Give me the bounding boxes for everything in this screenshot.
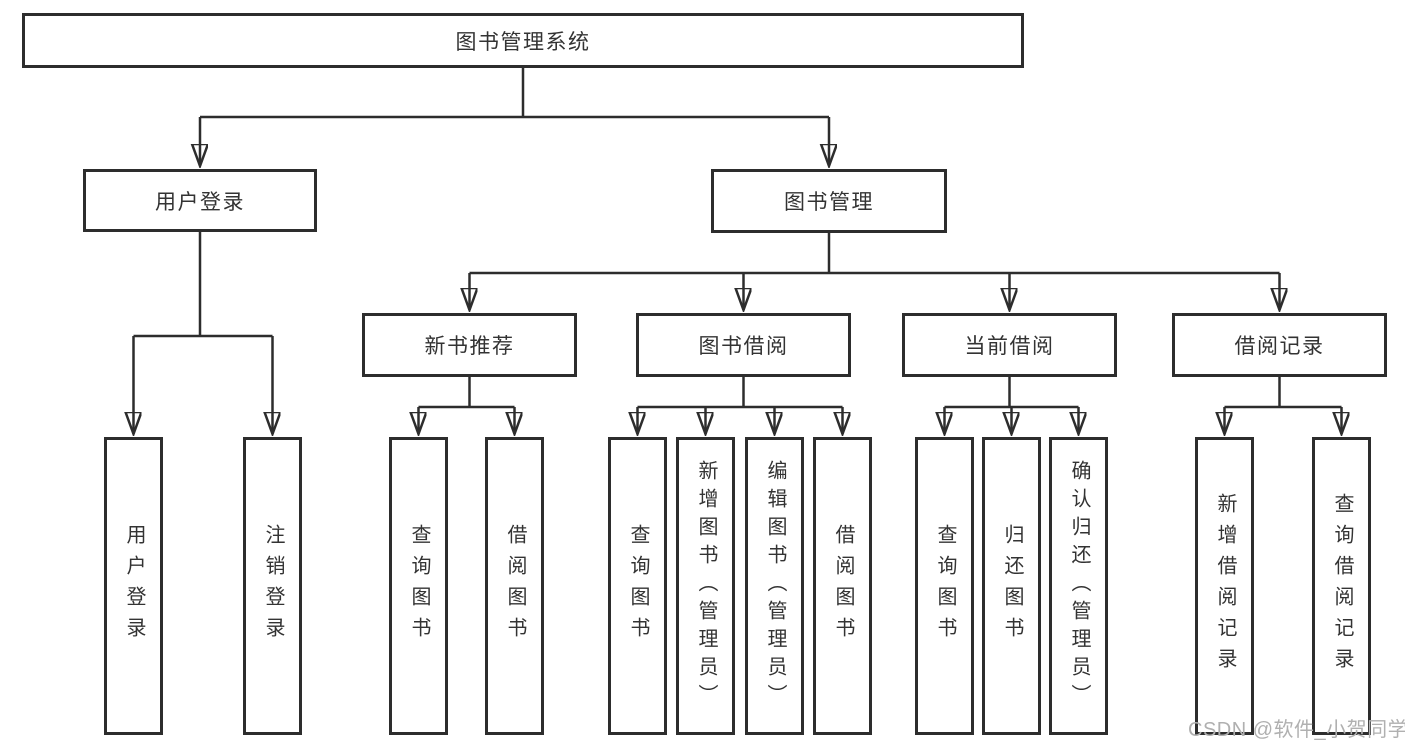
watermark: CSDN @软件_小贺同学: [1188, 719, 1405, 741]
connector-current-borrow-children: [945, 377, 1079, 434]
node-book-borrow: 图书借阅: [636, 313, 851, 377]
node-current-borrow: 当前借阅: [902, 313, 1117, 377]
node-book-management: 图书管理: [711, 169, 947, 233]
node-new-book-recommend: 新书推荐: [362, 313, 577, 377]
connector-book-management-children: [470, 233, 1280, 310]
connector-user-login-children: [134, 232, 273, 434]
node-user-login: 用户登录: [83, 169, 317, 232]
connector-book-borrow-children: [638, 377, 843, 434]
leaf-edit-book-admin: 编辑图书（管理员）: [745, 437, 804, 735]
leaf-user-login: 用户登录: [104, 437, 163, 735]
leaf-query-books-recommend: 查询图书: [389, 437, 448, 735]
leaf-query-borrow-record: 查询借阅记录: [1312, 437, 1371, 735]
leaf-borrow-books-borrow: 借阅图书: [813, 437, 872, 735]
connector-new-book-children: [419, 377, 515, 434]
leaf-return-books: 归还图书: [982, 437, 1041, 735]
leaf-query-books-borrow: 查询图书: [608, 437, 667, 735]
node-library-system: 图书管理系统: [22, 13, 1024, 68]
leaf-logout: 注销登录: [243, 437, 302, 735]
leaf-borrow-books-recommend: 借阅图书: [485, 437, 544, 735]
leaf-query-books-current: 查询图书: [915, 437, 974, 735]
connector-root-to-level2: [200, 68, 829, 166]
leaf-add-book-admin: 新增图书（管理员）: [676, 437, 735, 735]
connector-borrow-records-children: [1225, 377, 1342, 434]
leaf-add-borrow-record: 新增借阅记录: [1195, 437, 1254, 735]
node-borrow-records: 借阅记录: [1172, 313, 1387, 377]
leaf-confirm-return-admin: 确认归还（管理员）: [1049, 437, 1108, 735]
